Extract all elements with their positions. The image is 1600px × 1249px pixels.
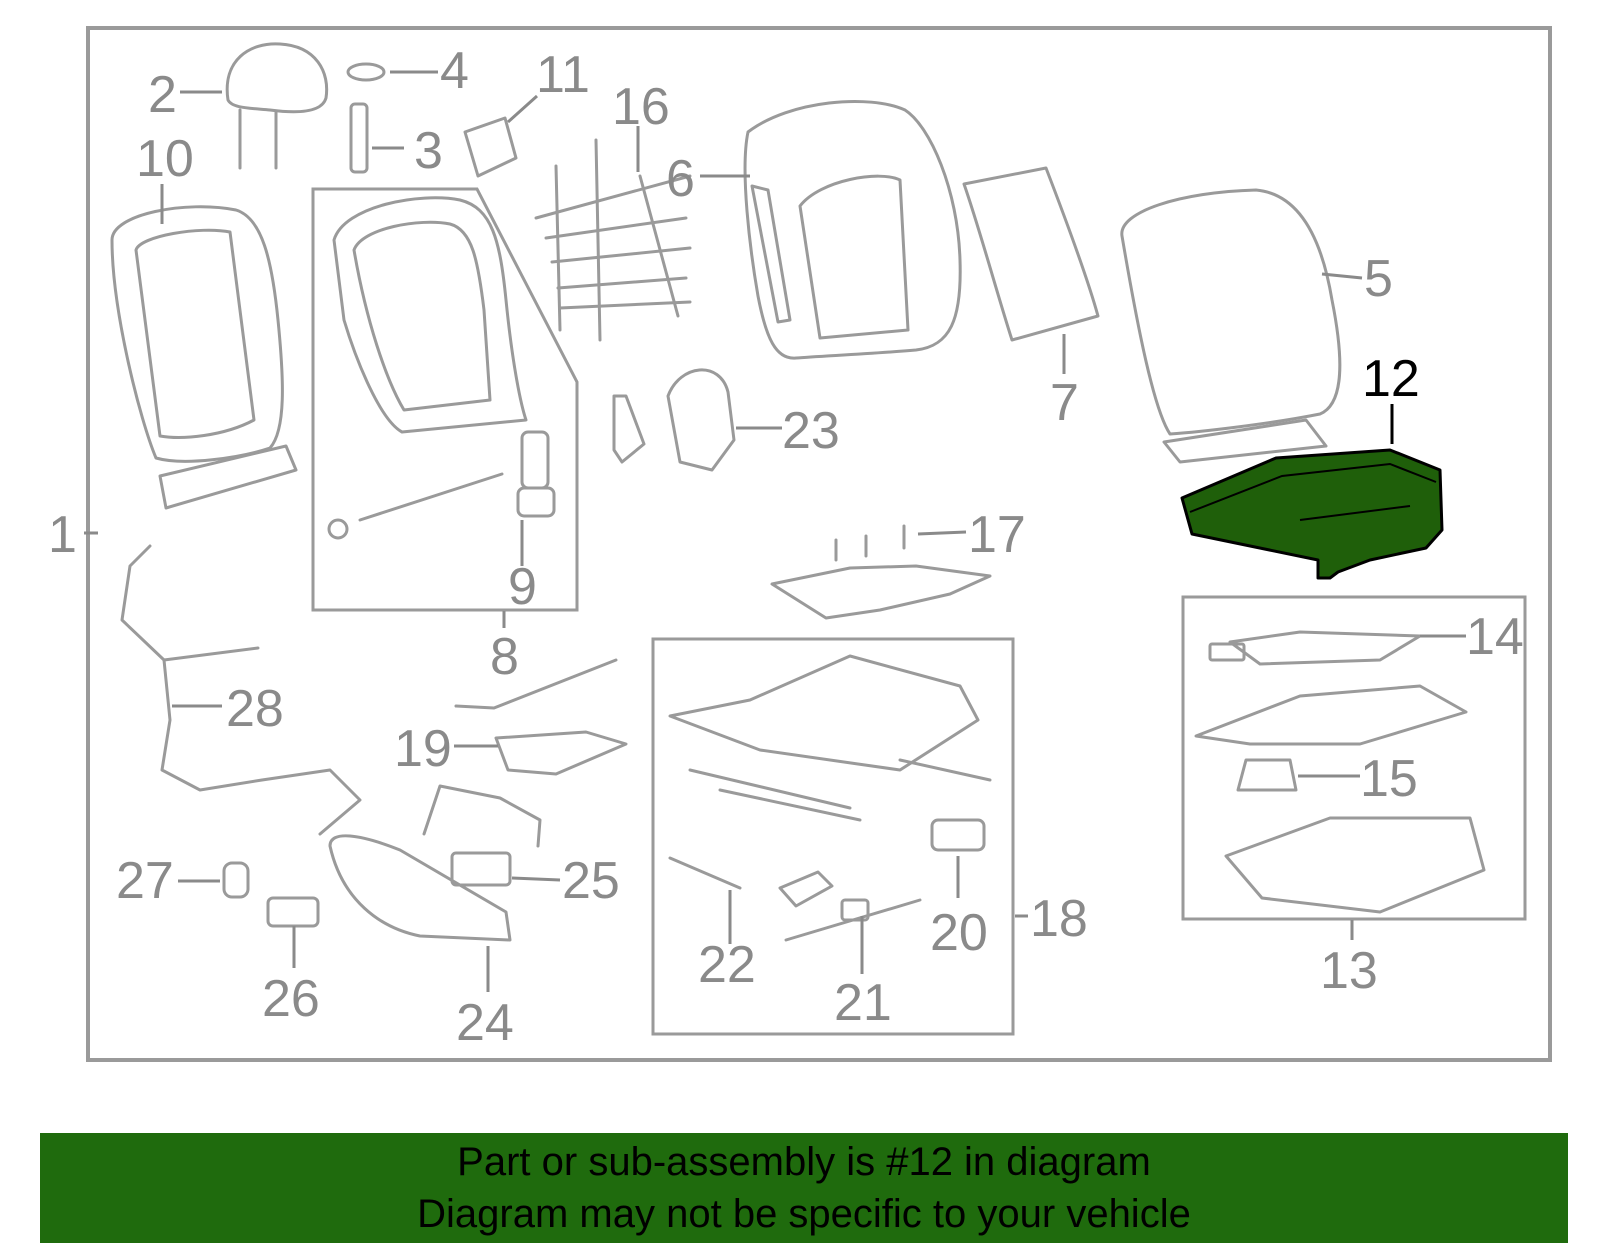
switch-25-part xyxy=(450,851,512,887)
diagram-frame xyxy=(86,26,1552,1062)
box-18 xyxy=(651,637,1015,1036)
callout-18: 18 xyxy=(1030,890,1088,948)
banner-line-2: Diagram may not be specific to your vehi… xyxy=(417,1192,1191,1236)
callout-9: 9 xyxy=(508,558,537,616)
headrest-part xyxy=(225,42,329,170)
banner-line-1: Part or sub-assembly is #12 in diagram xyxy=(457,1140,1151,1184)
recliner-motor-part xyxy=(516,430,556,518)
seat-back-cushion-part xyxy=(1120,188,1342,464)
callout-6: 6 xyxy=(666,150,695,208)
guide-part xyxy=(349,102,369,174)
back-panel-7-part xyxy=(962,166,1100,342)
seat-back-cover-part xyxy=(743,99,962,360)
info-banner: Part or sub-assembly is #12 in diagram D… xyxy=(40,1133,1568,1243)
callout-21: 21 xyxy=(834,974,892,1032)
callout-7: 7 xyxy=(1050,374,1079,432)
callout-20: 20 xyxy=(930,904,988,962)
callout-12: 12 xyxy=(1362,350,1420,408)
rod-part xyxy=(454,658,618,710)
callout-22: 22 xyxy=(698,936,756,994)
callout-24: 24 xyxy=(456,994,514,1052)
callout-27: 27 xyxy=(116,852,174,910)
callout-3: 3 xyxy=(414,122,443,180)
bracket-23-part xyxy=(666,368,736,472)
callout-5: 5 xyxy=(1364,250,1393,308)
callout-8: 8 xyxy=(490,628,519,686)
bracket-small-part xyxy=(612,394,646,464)
spring-mat-part xyxy=(534,138,692,342)
shield-19-part xyxy=(494,730,628,776)
box-13 xyxy=(1181,595,1527,921)
wire-harness-part xyxy=(120,544,362,836)
callout-28: 28 xyxy=(226,680,284,738)
callout-1: 1 xyxy=(48,506,77,564)
callout-13: 13 xyxy=(1320,942,1378,1000)
box-8 xyxy=(311,187,579,612)
side-trim-24-part xyxy=(328,834,512,942)
callout-26: 26 xyxy=(262,970,320,1028)
callout-14: 14 xyxy=(1466,608,1524,666)
back-panel-part xyxy=(110,205,298,510)
wire-clip-17-part xyxy=(770,524,992,620)
callout-25: 25 xyxy=(562,852,620,910)
knob-27-part xyxy=(222,861,250,899)
callout-15: 15 xyxy=(1360,750,1418,808)
bracket-rod-part xyxy=(422,784,542,848)
callout-23: 23 xyxy=(782,402,840,460)
cushion-assembly-13-part xyxy=(1194,630,1486,914)
seat-adjuster-part xyxy=(668,654,992,942)
callout-10: 10 xyxy=(136,130,194,188)
seat-back-frame-part xyxy=(327,196,528,540)
grommet-part xyxy=(346,62,386,82)
callout-2: 2 xyxy=(148,66,177,124)
switch-26-part xyxy=(266,896,320,928)
callout-19: 19 xyxy=(394,720,452,778)
bracket-11-part xyxy=(463,116,518,178)
seat-cushion-cover-part-12 xyxy=(1180,448,1444,580)
callout-17: 17 xyxy=(968,506,1026,564)
callout-4: 4 xyxy=(440,42,469,100)
leader-lines xyxy=(84,70,1466,992)
parts-diagram: 1 2 4 3 11 10 16 6 7 5 12 23 9 8 17 14 1… xyxy=(48,26,1552,1062)
callout-16: 16 xyxy=(612,78,670,136)
callout-11: 11 xyxy=(536,46,590,104)
